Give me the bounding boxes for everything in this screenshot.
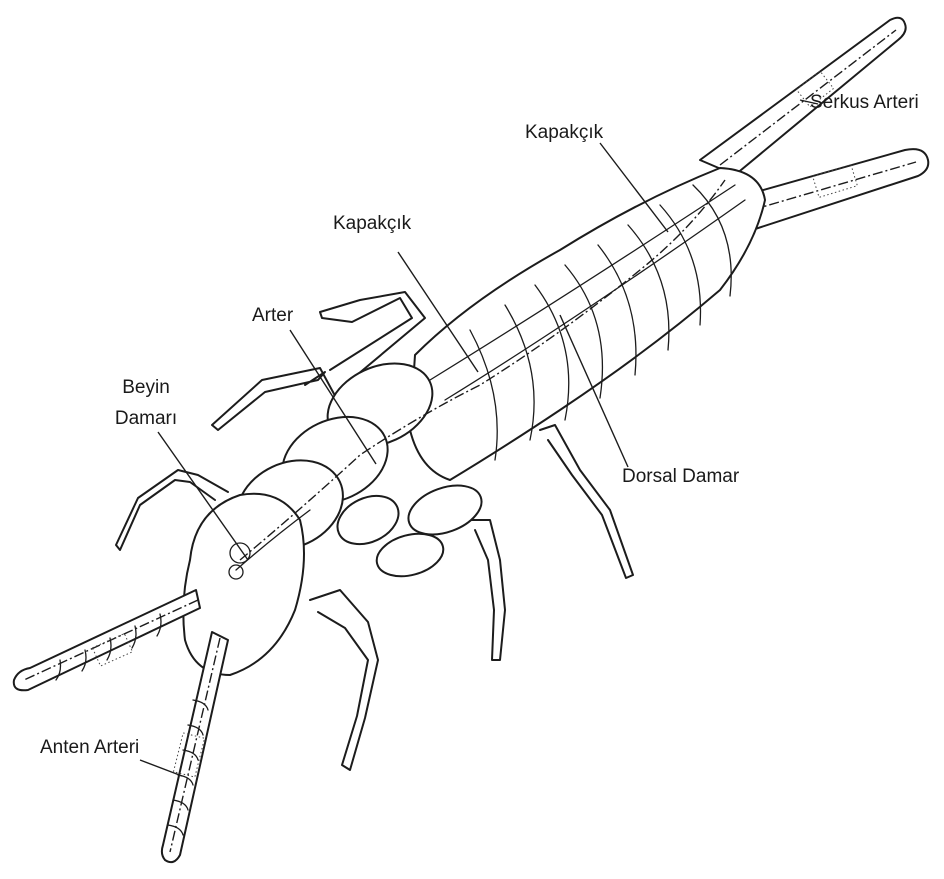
- label-arter: Arter: [252, 305, 293, 327]
- label-beyin-line2: Damarı: [106, 408, 186, 430]
- cercus-lower: [742, 149, 928, 230]
- label-beyin-damari: Beyin Damarı: [106, 377, 186, 430]
- label-kapakcik-top: Kapakçık: [525, 122, 603, 144]
- label-anten-arteri: Anten Arteri: [40, 737, 139, 759]
- antenna-left: [14, 590, 200, 690]
- label-serkus-arteri: Serkus Arteri: [810, 92, 919, 114]
- label-dorsal-damar: Dorsal Damar: [622, 466, 739, 488]
- label-beyin-line1: Beyin: [106, 377, 186, 399]
- abdomen-outline: [410, 168, 765, 480]
- leg-4: [310, 590, 378, 770]
- abdomen: [410, 168, 765, 480]
- label-kapakcik-mid: Kapakçık: [333, 213, 411, 235]
- leader-anten-arteri: [140, 760, 182, 776]
- leg-5: [470, 520, 505, 660]
